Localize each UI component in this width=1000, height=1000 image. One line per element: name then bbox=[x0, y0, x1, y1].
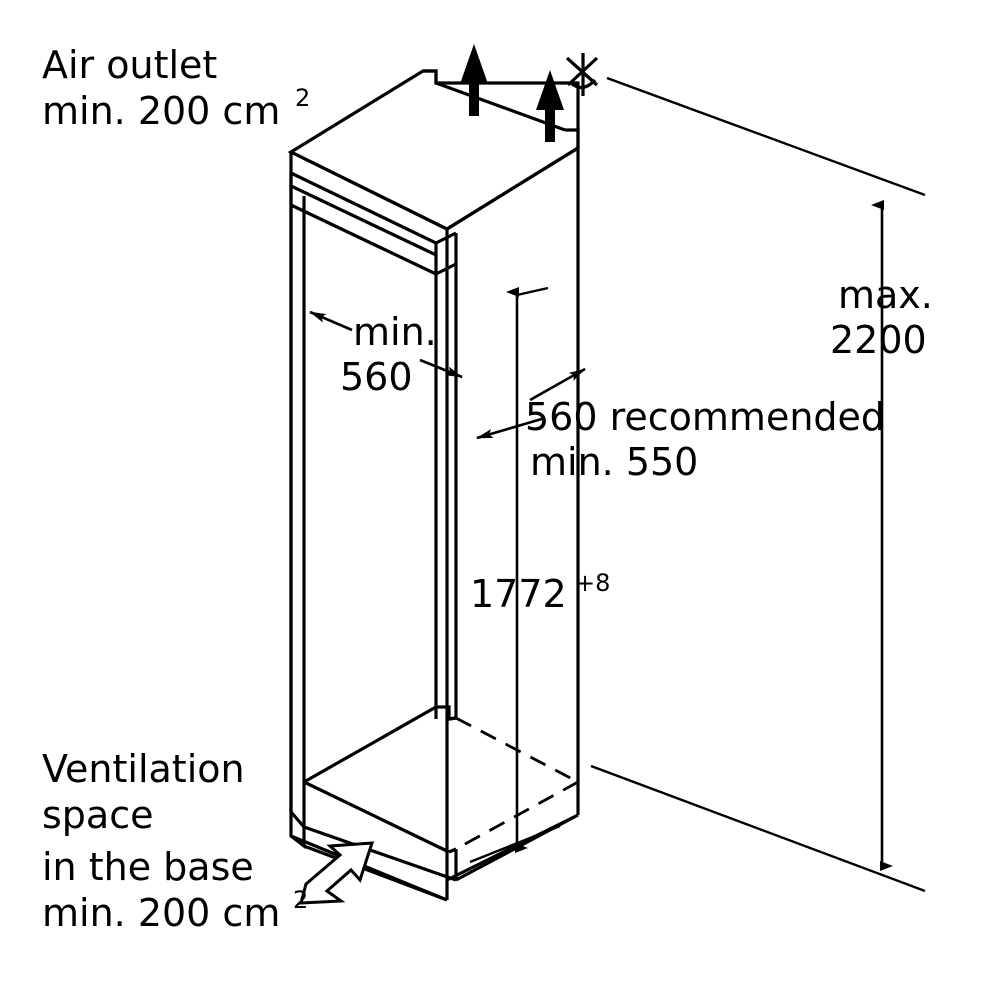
niche-width-label-line1: min. bbox=[353, 310, 437, 354]
niche-depth-label-line1: 560 recommended bbox=[525, 395, 885, 439]
air-outlet-label-line2: min. 200 cm bbox=[42, 89, 280, 133]
ventilation-label-line1: Ventilation bbox=[42, 747, 245, 791]
niche-height-tolerance: +8 bbox=[575, 569, 610, 597]
air-outlet-superscript: 2 bbox=[295, 84, 310, 112]
ventilation-superscript: 2 bbox=[293, 886, 308, 914]
total-height-label-line1: max. bbox=[838, 273, 933, 317]
air-outlet-label-line1: Air outlet bbox=[42, 43, 217, 87]
leader-line-floor bbox=[590, 764, 926, 893]
up-arrow-icon bbox=[536, 70, 564, 142]
up-arrow-icon bbox=[460, 44, 488, 116]
niche-depth-label-line2: min. 550 bbox=[530, 440, 698, 484]
ventilation-label-line4: min. 200 cm bbox=[42, 891, 280, 935]
total-height-label-line2: 2200 bbox=[830, 318, 927, 362]
dimension-niche-depth bbox=[476, 367, 586, 440]
ventilation-label-line3: in the base bbox=[42, 845, 254, 889]
ventilation-label-line2: space bbox=[42, 793, 153, 837]
niche-width-label-line2: 560 bbox=[340, 355, 413, 399]
hollow-up-right-arrow-icon bbox=[299, 841, 375, 905]
niche-height-label: 1772 bbox=[470, 572, 567, 616]
dimension-niche-width bbox=[309, 310, 463, 379]
dimension-niche-height bbox=[469, 286, 561, 864]
cabinet-niche-outline bbox=[287, 69, 580, 902]
leader-line-top bbox=[606, 76, 926, 197]
fan-icon bbox=[565, 53, 599, 96]
